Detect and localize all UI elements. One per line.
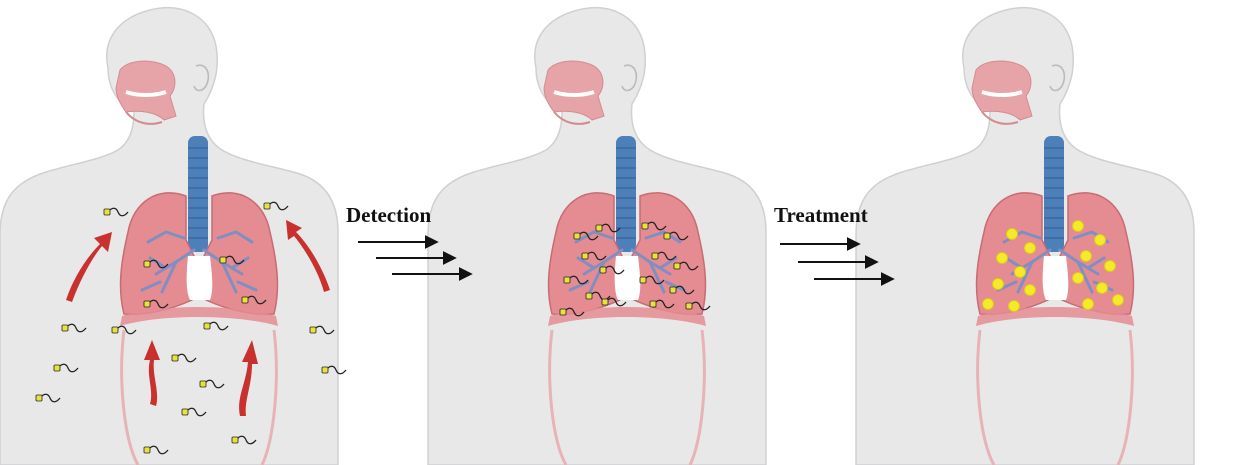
panel-detection [428,8,766,465]
treatment-label: Treatment [774,203,868,227]
panel-spread [0,8,346,465]
body-silhouette [0,8,338,465]
panel-treatment [856,8,1194,465]
detection-label: Detection [346,203,431,227]
body-silhouette [856,8,1194,465]
